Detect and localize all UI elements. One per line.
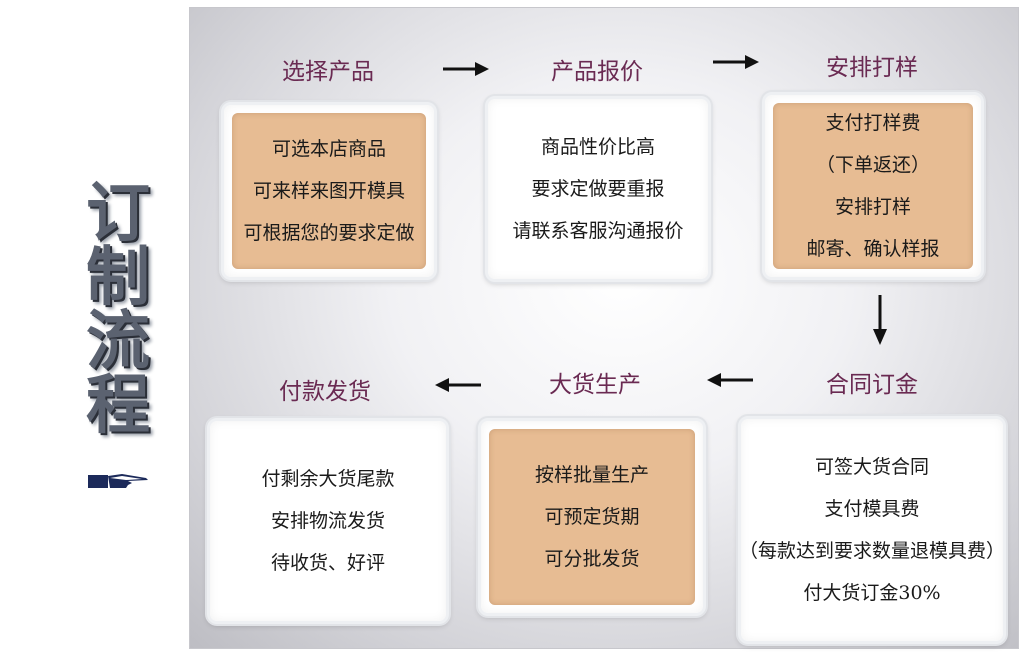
step-box-payment-shipping: 付剩余大货尾款 安排物流发货 待收货、好评: [207, 418, 449, 624]
side-title-char: 订: [86, 176, 150, 251]
step-box-select-product: 可选本店商品 可来样来图开模具 可根据您的要求定做: [221, 102, 437, 280]
side-title: 订 制 流 程: [78, 182, 158, 438]
arrow-left-icon: [707, 371, 753, 389]
side-title-char: 制: [86, 240, 150, 315]
step-box-quote: 商品性价比高 要求定做要重报 请联系客服沟通报价: [485, 96, 711, 282]
step-title-contract-deposit: 合同订金: [826, 372, 918, 398]
step-title-sample: 安排打样: [826, 55, 918, 81]
box-line: 可分批发货: [544, 548, 640, 570]
box-line: 可签大货合同: [814, 456, 929, 478]
box-line: 邮寄、确认样报: [806, 238, 940, 260]
box-line: 支付模具费: [824, 498, 920, 520]
step-title-payment-shipping: 付款发货: [279, 379, 371, 405]
step-title-select-product: 选择产品: [282, 59, 374, 85]
arrow-left-icon: [435, 376, 481, 394]
box-line: 要求定做要重报: [531, 178, 665, 200]
box-line: 待收货、好评: [270, 552, 385, 574]
box-line: 安排物流发货: [270, 510, 385, 532]
side-title-char: 程: [86, 368, 150, 443]
box-line: 可来样来图开模具: [252, 180, 405, 202]
step-box-contract-deposit: 可签大货合同 支付模具费 （每款达到要求数量退模具费） 付大货订金30%: [738, 416, 1006, 644]
box-line: 可预定货期: [544, 506, 640, 528]
box-line: 安排打样: [834, 196, 911, 218]
step-title-mass-production: 大货生产: [549, 372, 641, 398]
box-line: 商品性价比高: [540, 136, 655, 158]
box-line: 付大货订金30%: [803, 582, 941, 604]
pointing-hand-icon: [88, 470, 150, 492]
box-line: 按样批量生产: [534, 464, 649, 486]
step-title-quote: 产品报价: [551, 59, 643, 85]
arrow-down-icon: [871, 295, 889, 345]
arrow-right-icon: [713, 53, 759, 71]
side-title-char: 流: [86, 304, 150, 379]
box-line: 支付打样费: [825, 112, 921, 134]
box-line: （每款达到要求数量退模具费）: [739, 540, 1006, 562]
step-box-mass-production: 按样批量生产 可预定货期 可分批发货: [478, 418, 706, 616]
box-line: 付剩余大货尾款: [261, 468, 395, 490]
step-box-sample: 支付打样费 （下单返还） 安排打样 邮寄、确认样报: [762, 92, 984, 280]
arrow-right-icon: [443, 60, 489, 78]
box-line: （下单返还）: [815, 154, 930, 176]
box-line: 请联系客服沟通报价: [512, 220, 684, 242]
box-line: 可选本店商品: [271, 138, 386, 160]
box-line: 可根据您的要求定做: [243, 222, 415, 244]
